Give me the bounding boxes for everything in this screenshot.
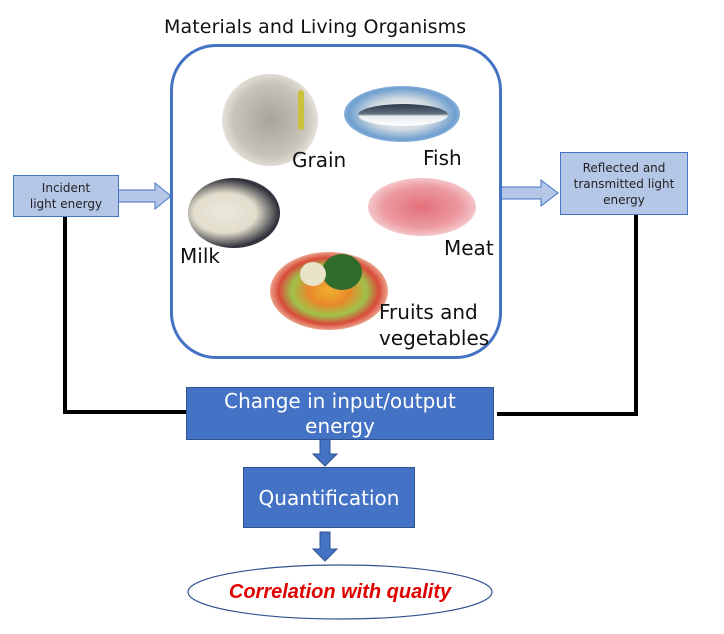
incident-line-1: Incident xyxy=(41,181,91,195)
melon xyxy=(300,262,326,286)
right-connector-line xyxy=(497,214,638,416)
grain-label: Grain xyxy=(292,148,347,172)
diagram-title: Materials and Living Organisms xyxy=(164,16,467,38)
down-arrow-1 xyxy=(311,438,339,467)
result-ellipse xyxy=(187,564,493,620)
reflected-line-2: transmitted light xyxy=(573,176,675,191)
incident-light-box: Incident light energy xyxy=(13,175,119,217)
reflected-line-3: energy xyxy=(603,192,645,207)
quantification-box: Quantification xyxy=(243,467,415,528)
watermelon xyxy=(322,254,362,290)
fruits-label-line-1: Fruits and xyxy=(379,300,478,324)
fruits-label-line-2: vegetables xyxy=(379,326,490,350)
meat-label: Meat xyxy=(444,236,494,260)
left-connector-line xyxy=(63,216,186,414)
result-text: Correlation with quality xyxy=(228,580,452,603)
milk-label: Milk xyxy=(180,244,220,268)
milk-image xyxy=(188,178,280,248)
reflected-light-box: Reflected and transmitted light energy xyxy=(560,152,688,215)
fish-body xyxy=(358,104,448,126)
energy-change-box: Change in input/output energy xyxy=(186,387,494,440)
reflected-line-1: Reflected and xyxy=(582,160,666,175)
incident-arrow xyxy=(117,181,172,211)
output-arrow xyxy=(499,178,559,208)
down-arrow-2 xyxy=(311,531,339,562)
fish-label: Fish xyxy=(423,146,462,170)
change-line-2: energy xyxy=(305,413,375,438)
meat-image xyxy=(368,178,476,236)
grain-seed-accent xyxy=(298,90,304,130)
incident-line-2: light energy xyxy=(29,197,103,211)
change-line-1: Change in input/output xyxy=(224,388,456,413)
fruits-vegetables-label: Fruits and vegetables xyxy=(379,299,489,351)
